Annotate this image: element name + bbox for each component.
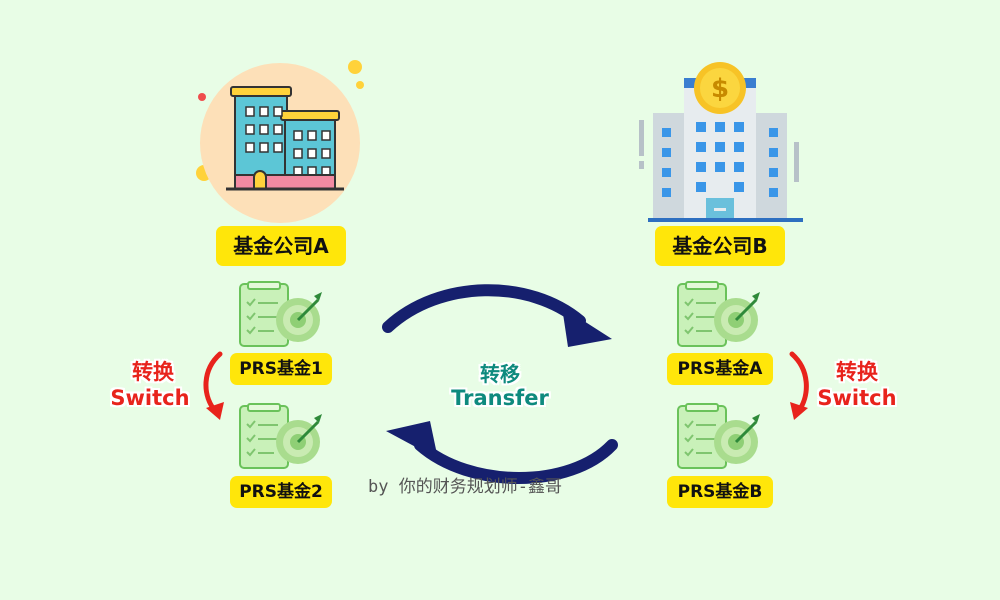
company-b-building-icon: $ [639,62,803,222]
fund-a-label: PRS基金A [667,353,773,385]
svg-text:$: $ [711,74,729,104]
switch-arrow-left-icon [203,351,224,420]
fund-2-checklist-icon [239,403,322,469]
switch-arrow-right-icon [789,351,809,420]
author-credit: by 你的财务规划师-鑫哥 [368,477,562,497]
switch-label-zh-left: 转换 [132,360,174,384]
fund-2-label: PRS基金2 [230,476,332,508]
company-a-building-icon [196,60,364,223]
transfer-arrow-top-icon [382,284,612,347]
switch-label-en-right: Switch [817,386,897,410]
transfer-arrow-bottom-icon [386,421,618,484]
company-a-label: 基金公司A [216,226,346,266]
fund-a-checklist-icon [677,281,760,347]
fund-1-checklist-icon [239,281,322,347]
fund-1-label: PRS基金1 [230,353,332,385]
transfer-label-zh: 转移 [480,362,520,386]
transfer-label-en: Transfer [451,386,549,410]
fund-b-checklist-icon [677,403,760,469]
switch-label-zh-right: 转换 [836,360,878,384]
switch-label-en-left: Switch [110,386,190,410]
fund-b-label: PRS基金B [667,476,773,508]
company-b-label: 基金公司B [655,226,785,266]
